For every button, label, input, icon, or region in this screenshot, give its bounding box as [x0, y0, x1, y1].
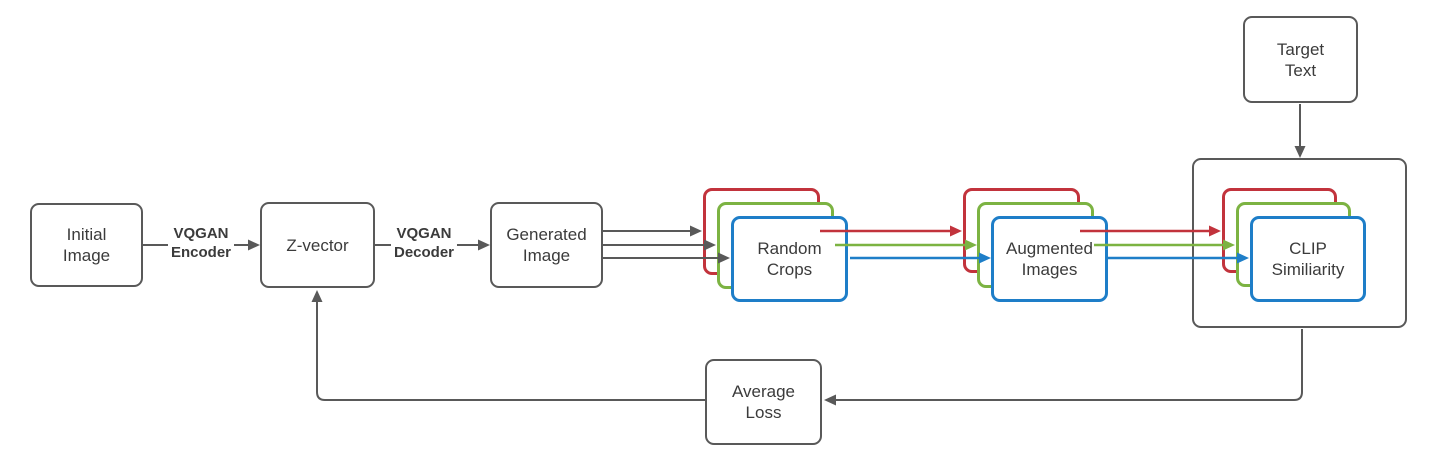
average-loss-label: Average Loss	[731, 382, 795, 422]
augmented-images-label: Augmented Images	[1006, 239, 1093, 279]
random-crops-label: Random Crops	[757, 239, 822, 279]
node-augmented-images: Augmented Images	[991, 216, 1108, 302]
node-z-vector: Z-vector	[260, 202, 375, 288]
arrow-target-text-to-clip	[1294, 104, 1306, 158]
node-random-crops: Random Crops	[731, 216, 848, 302]
generated-image-label: Generated Image	[506, 225, 587, 265]
edge-label-vqgan-encoder: VQGAN Encoder	[167, 223, 235, 263]
arrow-crops-to-augmented-green	[835, 239, 977, 251]
z-vector-label: Z-vector	[286, 235, 349, 255]
arrow-generated-to-crops-top	[603, 225, 702, 237]
node-clip-similarity: CLIP Similiarity	[1250, 216, 1366, 302]
node-initial-image: Initial Image	[30, 203, 143, 287]
node-generated-image: Generated Image	[490, 202, 603, 288]
arrow-clip-to-average-loss	[824, 329, 1303, 406]
edge-label-vqgan-decoder: VQGAN Decoder	[390, 223, 458, 263]
target-text-label: Target Text	[1276, 39, 1325, 80]
arrow-generated-to-crops-middle	[603, 239, 716, 251]
clip-similarity-label: CLIP Similiarity	[1271, 239, 1345, 279]
initial-image-label: Initial Image	[62, 225, 111, 265]
arrow-average-loss-to-z-vector	[311, 290, 705, 401]
node-target-text: Target Text	[1243, 16, 1358, 103]
node-average-loss: Average Loss	[705, 359, 822, 445]
